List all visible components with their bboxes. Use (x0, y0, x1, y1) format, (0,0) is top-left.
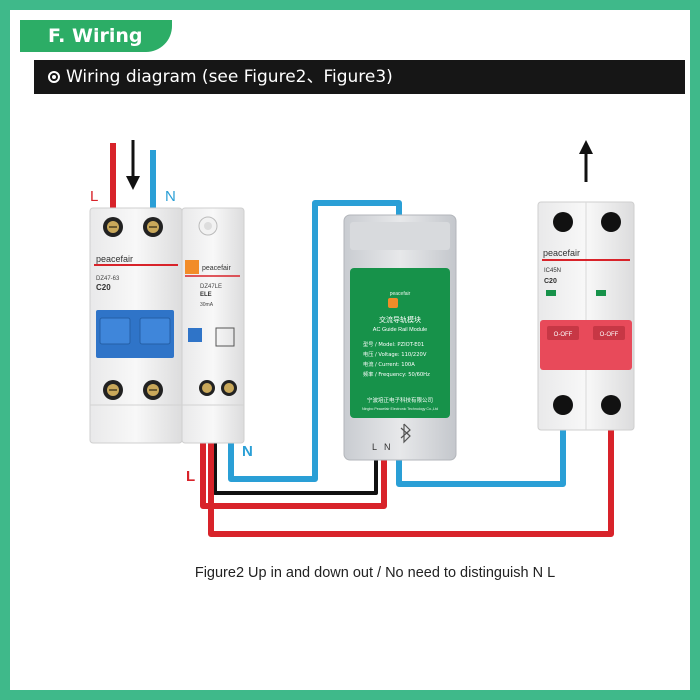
module-voltage: 电压 / Voltage: 110/220V (363, 350, 427, 358)
leakage-current: 30mA (200, 302, 214, 308)
left-breaker-rating: C20 (96, 283, 111, 292)
module-terminal-n: N (384, 442, 391, 452)
wiring-diagram: L N N L peacefair DZ47-63 C20 (89, 140, 635, 537)
right-breaker-top-terminals (553, 212, 621, 232)
left-breaker: peacefair DZ47-63 C20 peacefair DZ47LE E… (89, 207, 245, 444)
right-breaker-model: IC45N (544, 268, 561, 274)
left-breaker-model: DZ47-63 (96, 276, 120, 282)
left-breaker-bottom-terminals (103, 380, 237, 400)
module-maker-cn: 宁波培正电子科技有限公司 (367, 396, 433, 404)
live-wire-to-module (200, 398, 387, 509)
left-breaker-top-terminals (103, 216, 218, 237)
neutral-wire-to-module (228, 200, 402, 482)
output-live-label: L (186, 468, 195, 485)
left-breaker-brand: peacefair (96, 254, 133, 264)
module-brand: peacefair (390, 291, 411, 297)
module-current: 电流 / Current: 100A (363, 360, 415, 368)
output-arrow-icon (579, 140, 593, 182)
leakage-symbol-icon (215, 327, 235, 347)
module-title-cn: 交流导轨模块 (379, 315, 421, 324)
leakage-test-button (185, 260, 199, 274)
module-frequency: 频率 / Frequency: 50/60Hz (363, 370, 430, 378)
center-module: peacefair 交流导轨模块 AC Guide Rail Module 型号… (343, 214, 457, 461)
leakage-brand: peacefair (202, 265, 231, 272)
right-breaker-off-right: O-OFF (600, 332, 619, 338)
right-breaker-indicator (546, 290, 556, 296)
section-title: F. Wiring (48, 25, 143, 47)
module-label-panel (350, 268, 450, 418)
right-breaker-rating: C20 (544, 278, 557, 285)
leakage-indicator (188, 328, 202, 342)
section-tab: F. Wiring (20, 20, 172, 52)
input-arrow-icon (126, 140, 140, 190)
module-title-en: AC Guide Rail Module (373, 327, 427, 333)
module-maker-en: Ningbo Peacefair Electronic Technology C… (362, 407, 438, 411)
bullet-icon (48, 71, 60, 83)
module-logo-icon (388, 298, 398, 308)
bluetooth-icon (400, 423, 411, 444)
right-breaker-bottom-terminals (553, 395, 621, 415)
figure-caption: Figure2 Up in and down out / No need to … (194, 565, 556, 581)
black-wire-to-module (213, 398, 378, 495)
input-neutral-label: N (165, 188, 176, 205)
module-model: 型号 / Model: PZIOT-E01 (363, 340, 424, 348)
neutral-wire-to-right-breaker (396, 422, 566, 487)
output-neutral-label: N (242, 443, 253, 460)
live-wire-to-right-breaker (208, 398, 614, 537)
right-breaker-off-left: O-OFF (554, 332, 573, 338)
module-terminal-l: L (372, 442, 377, 452)
leakage-model: DZ47LE (200, 284, 222, 290)
right-breaker: peacefair IC45N C20 O-OFF O-OFF (537, 201, 635, 431)
leakage-type: ELE (200, 292, 212, 298)
header-title: Wiring diagram (see Figure2、Figure3) (66, 67, 393, 87)
right-breaker-brand: peacefair (543, 248, 580, 258)
input-live-label: L (90, 188, 98, 205)
header-bar: Wiring diagram (see Figure2、Figure3) (34, 60, 685, 94)
